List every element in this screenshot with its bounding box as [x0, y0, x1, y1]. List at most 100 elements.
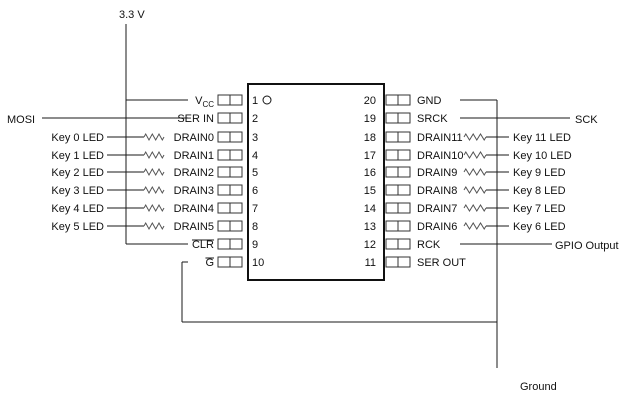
pin-pad-right — [397, 184, 411, 196]
pin-number-right: 11 — [365, 257, 376, 269]
pin-number-right: 15 — [364, 185, 376, 197]
led-label-left: Key 1 LED — [51, 150, 104, 162]
pin-pad-right — [385, 94, 399, 106]
pin-pad-left — [217, 184, 231, 196]
pin-name-left: CLR — [192, 239, 214, 251]
pin-name-left: DRAIN2 — [174, 167, 214, 179]
pin-pad-right — [385, 112, 399, 124]
pin-name-left: DRAIN3 — [174, 185, 214, 197]
pin-number-left: 5 — [252, 167, 258, 179]
resistor-right — [463, 222, 487, 230]
pin-pad-right — [385, 202, 399, 214]
pin-number-left: 9 — [252, 239, 258, 251]
pin-number-right: 16 — [364, 167, 376, 179]
pin-name-right: DRAIN11 — [417, 132, 463, 144]
mosi-label: MOSI — [7, 114, 35, 126]
pin-number-left: 3 — [252, 132, 258, 144]
pin-name-right: SER OUT — [417, 257, 466, 269]
resistor-left — [143, 150, 165, 160]
pin-pad-right — [397, 202, 411, 214]
pin-number-left: 6 — [252, 185, 258, 197]
led-label-left: Key 3 LED — [51, 185, 104, 197]
pin-pad-left — [229, 184, 243, 196]
led-label-right: Key 6 LED — [513, 221, 566, 233]
pin-pad-right — [385, 131, 399, 143]
pin-pad-left — [229, 166, 243, 178]
pin-name-left: DRAIN5 — [174, 221, 214, 233]
led-label-left: Key 2 LED — [51, 167, 104, 179]
pin-number-right: 12 — [364, 239, 376, 251]
pin-pad-right — [397, 220, 411, 232]
pin-pad-right — [385, 220, 399, 232]
pin-pad-right — [397, 256, 411, 268]
pin-pad-left — [229, 202, 243, 214]
pin-number-right: 20 — [364, 95, 376, 107]
pin-pad-right — [397, 149, 411, 161]
pin-pad-right — [397, 238, 411, 250]
pin-name-left: DRAIN1 — [174, 150, 214, 162]
pin-name-left: SER IN — [177, 113, 214, 125]
pin-pad-right — [397, 94, 411, 106]
pin-name-right: SRCK — [417, 113, 448, 125]
pin-number-right: 14 — [364, 203, 376, 215]
pin-name-right: DRAIN6 — [417, 221, 457, 233]
pin-pad-left — [217, 149, 231, 161]
pin1-marker — [262, 95, 272, 105]
resistor-right — [463, 168, 487, 176]
resistor-right — [463, 204, 487, 212]
gpio-label: GPIO Output — [555, 240, 619, 252]
pin-pad-left — [229, 220, 243, 232]
resistor-left — [143, 167, 165, 177]
led-label-right: Key 8 LED — [513, 185, 566, 197]
pin-pad-left — [229, 94, 243, 106]
pin-pad-left — [217, 94, 231, 106]
pin-name-left: G — [205, 257, 214, 269]
resistor-right — [463, 151, 487, 159]
pin-pad-left — [229, 238, 243, 250]
pin-name-right: DRAIN8 — [417, 185, 457, 197]
pin-pad-left — [229, 149, 243, 161]
pin-name-left: DRAIN0 — [174, 132, 214, 144]
resistor-right — [463, 186, 487, 194]
pin-pad-left — [217, 166, 231, 178]
pin-pad-left — [229, 112, 243, 124]
pin-pad-left — [217, 131, 231, 143]
resistor-right — [463, 133, 487, 141]
pin-pad-right — [397, 166, 411, 178]
pin-number-left: 1 — [252, 95, 258, 107]
resistor-left — [143, 185, 165, 195]
led-label-right: Key 9 LED — [513, 167, 566, 179]
pin-number-left: 2 — [252, 113, 258, 125]
resistor-left — [143, 221, 165, 231]
pin-number-left: 8 — [252, 221, 258, 233]
pin-pad-right — [385, 166, 399, 178]
led-label-right: Key 10 LED — [513, 150, 572, 162]
power-label: 3.3 V — [119, 9, 145, 21]
pin-name-right: RCK — [417, 239, 441, 251]
pin-number-right: 18 — [364, 132, 376, 144]
pin-pad-right — [385, 184, 399, 196]
pin-pad-left — [217, 220, 231, 232]
led-label-left: Key 0 LED — [51, 132, 104, 144]
pin-number-right: 19 — [364, 113, 376, 125]
pin-number-left: 4 — [252, 150, 258, 162]
pin-pad-right — [385, 149, 399, 161]
pin-name-right: DRAIN7 — [417, 203, 457, 215]
pin-pad-left — [217, 238, 231, 250]
pin-pad-right — [385, 238, 399, 250]
pin-number-left: 10 — [252, 257, 264, 269]
led-label-left: Key 5 LED — [51, 221, 104, 233]
pin-pad-right — [397, 131, 411, 143]
pin-number-right: 13 — [364, 221, 376, 233]
pin-number-right: 17 — [364, 150, 376, 162]
pin-pad-right — [397, 112, 411, 124]
led-label-left: Key 4 LED — [51, 203, 104, 215]
pin-name-right: DRAIN10 — [417, 150, 463, 162]
led-label-right: Key 7 LED — [513, 203, 566, 215]
pin-name-right: GND — [417, 95, 442, 107]
pin-pad-left — [229, 256, 243, 268]
chip-body — [247, 83, 385, 281]
resistor-left — [143, 132, 165, 142]
pin-name-left: DRAIN4 — [174, 203, 214, 215]
